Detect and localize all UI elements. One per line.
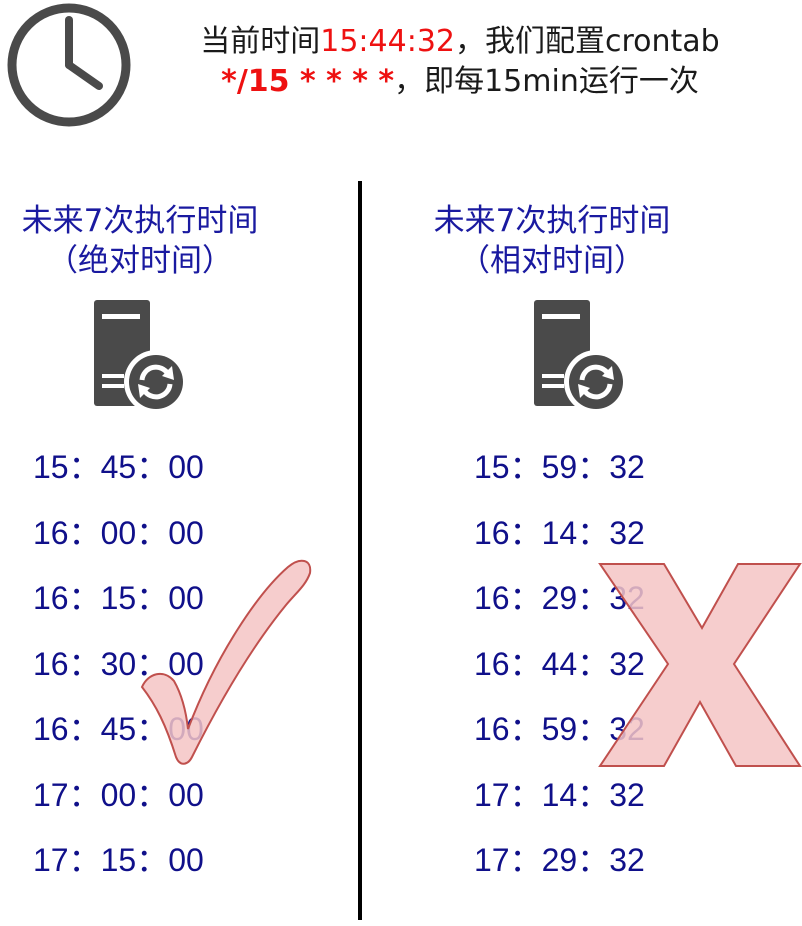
server-sync-icon: [534, 300, 628, 414]
left-time-3: 16：15：00: [33, 580, 204, 616]
clock-icon: [7, 3, 131, 127]
left-time-6: 17：00：00: [33, 776, 204, 813]
left-time-list: 15：45：00 16：00：00 16：15：00 16：30：00 16：4…: [33, 435, 204, 894]
right-time-3: 16：29：32: [474, 580, 645, 616]
left-time-5: 16：45：00: [33, 711, 204, 747]
left-time-2: 16：00：00: [33, 514, 204, 551]
right-time-1: 15：59：32: [474, 449, 645, 485]
right-time-2: 16：14：32: [474, 514, 645, 551]
right-column-title: 未来7次执行时间 （相对时间）: [372, 201, 732, 281]
header-prefix: 当前时间: [200, 24, 321, 59]
right-time-6: 17：14：32: [474, 776, 645, 813]
header-line-2: */15 * * * *，即每15min运行一次: [160, 62, 760, 102]
header-line-1: 当前时间15:44:32，我们配置crontab: [160, 22, 760, 62]
column-divider: [358, 181, 362, 920]
header-suffix: ，我们配置crontab: [455, 24, 720, 59]
left-column-title: 未来7次执行时间 （绝对时间）: [0, 201, 320, 281]
cron-minute-field: */15: [221, 64, 290, 99]
cron-other-fields: * * * *: [289, 64, 395, 99]
left-time-1: 15：45：00: [33, 449, 204, 485]
left-time-7: 17：15：00: [33, 842, 204, 878]
left-subtitle: （绝对时间）: [47, 243, 233, 279]
server-sync-icon: [94, 300, 188, 414]
right-time-5: 16：59：32: [474, 711, 645, 747]
left-title: 未来7次执行时间: [21, 203, 259, 239]
right-time-list: 15：59：32 16：14：32 16：29：32 16：44：32 16：5…: [474, 435, 645, 894]
header-text: 当前时间15:44:32，我们配置crontab */15 * * * *，即每…: [160, 22, 760, 102]
right-subtitle: （相对时间）: [459, 243, 645, 279]
current-time: 15:44:32: [320, 24, 455, 59]
right-title: 未来7次执行时间: [433, 203, 671, 239]
cron-description: ，即每15min运行一次: [394, 64, 699, 99]
right-time-4: 16：44：32: [474, 645, 645, 682]
right-time-7: 17：29：32: [474, 842, 645, 878]
left-time-4: 16：30：00: [33, 645, 204, 682]
